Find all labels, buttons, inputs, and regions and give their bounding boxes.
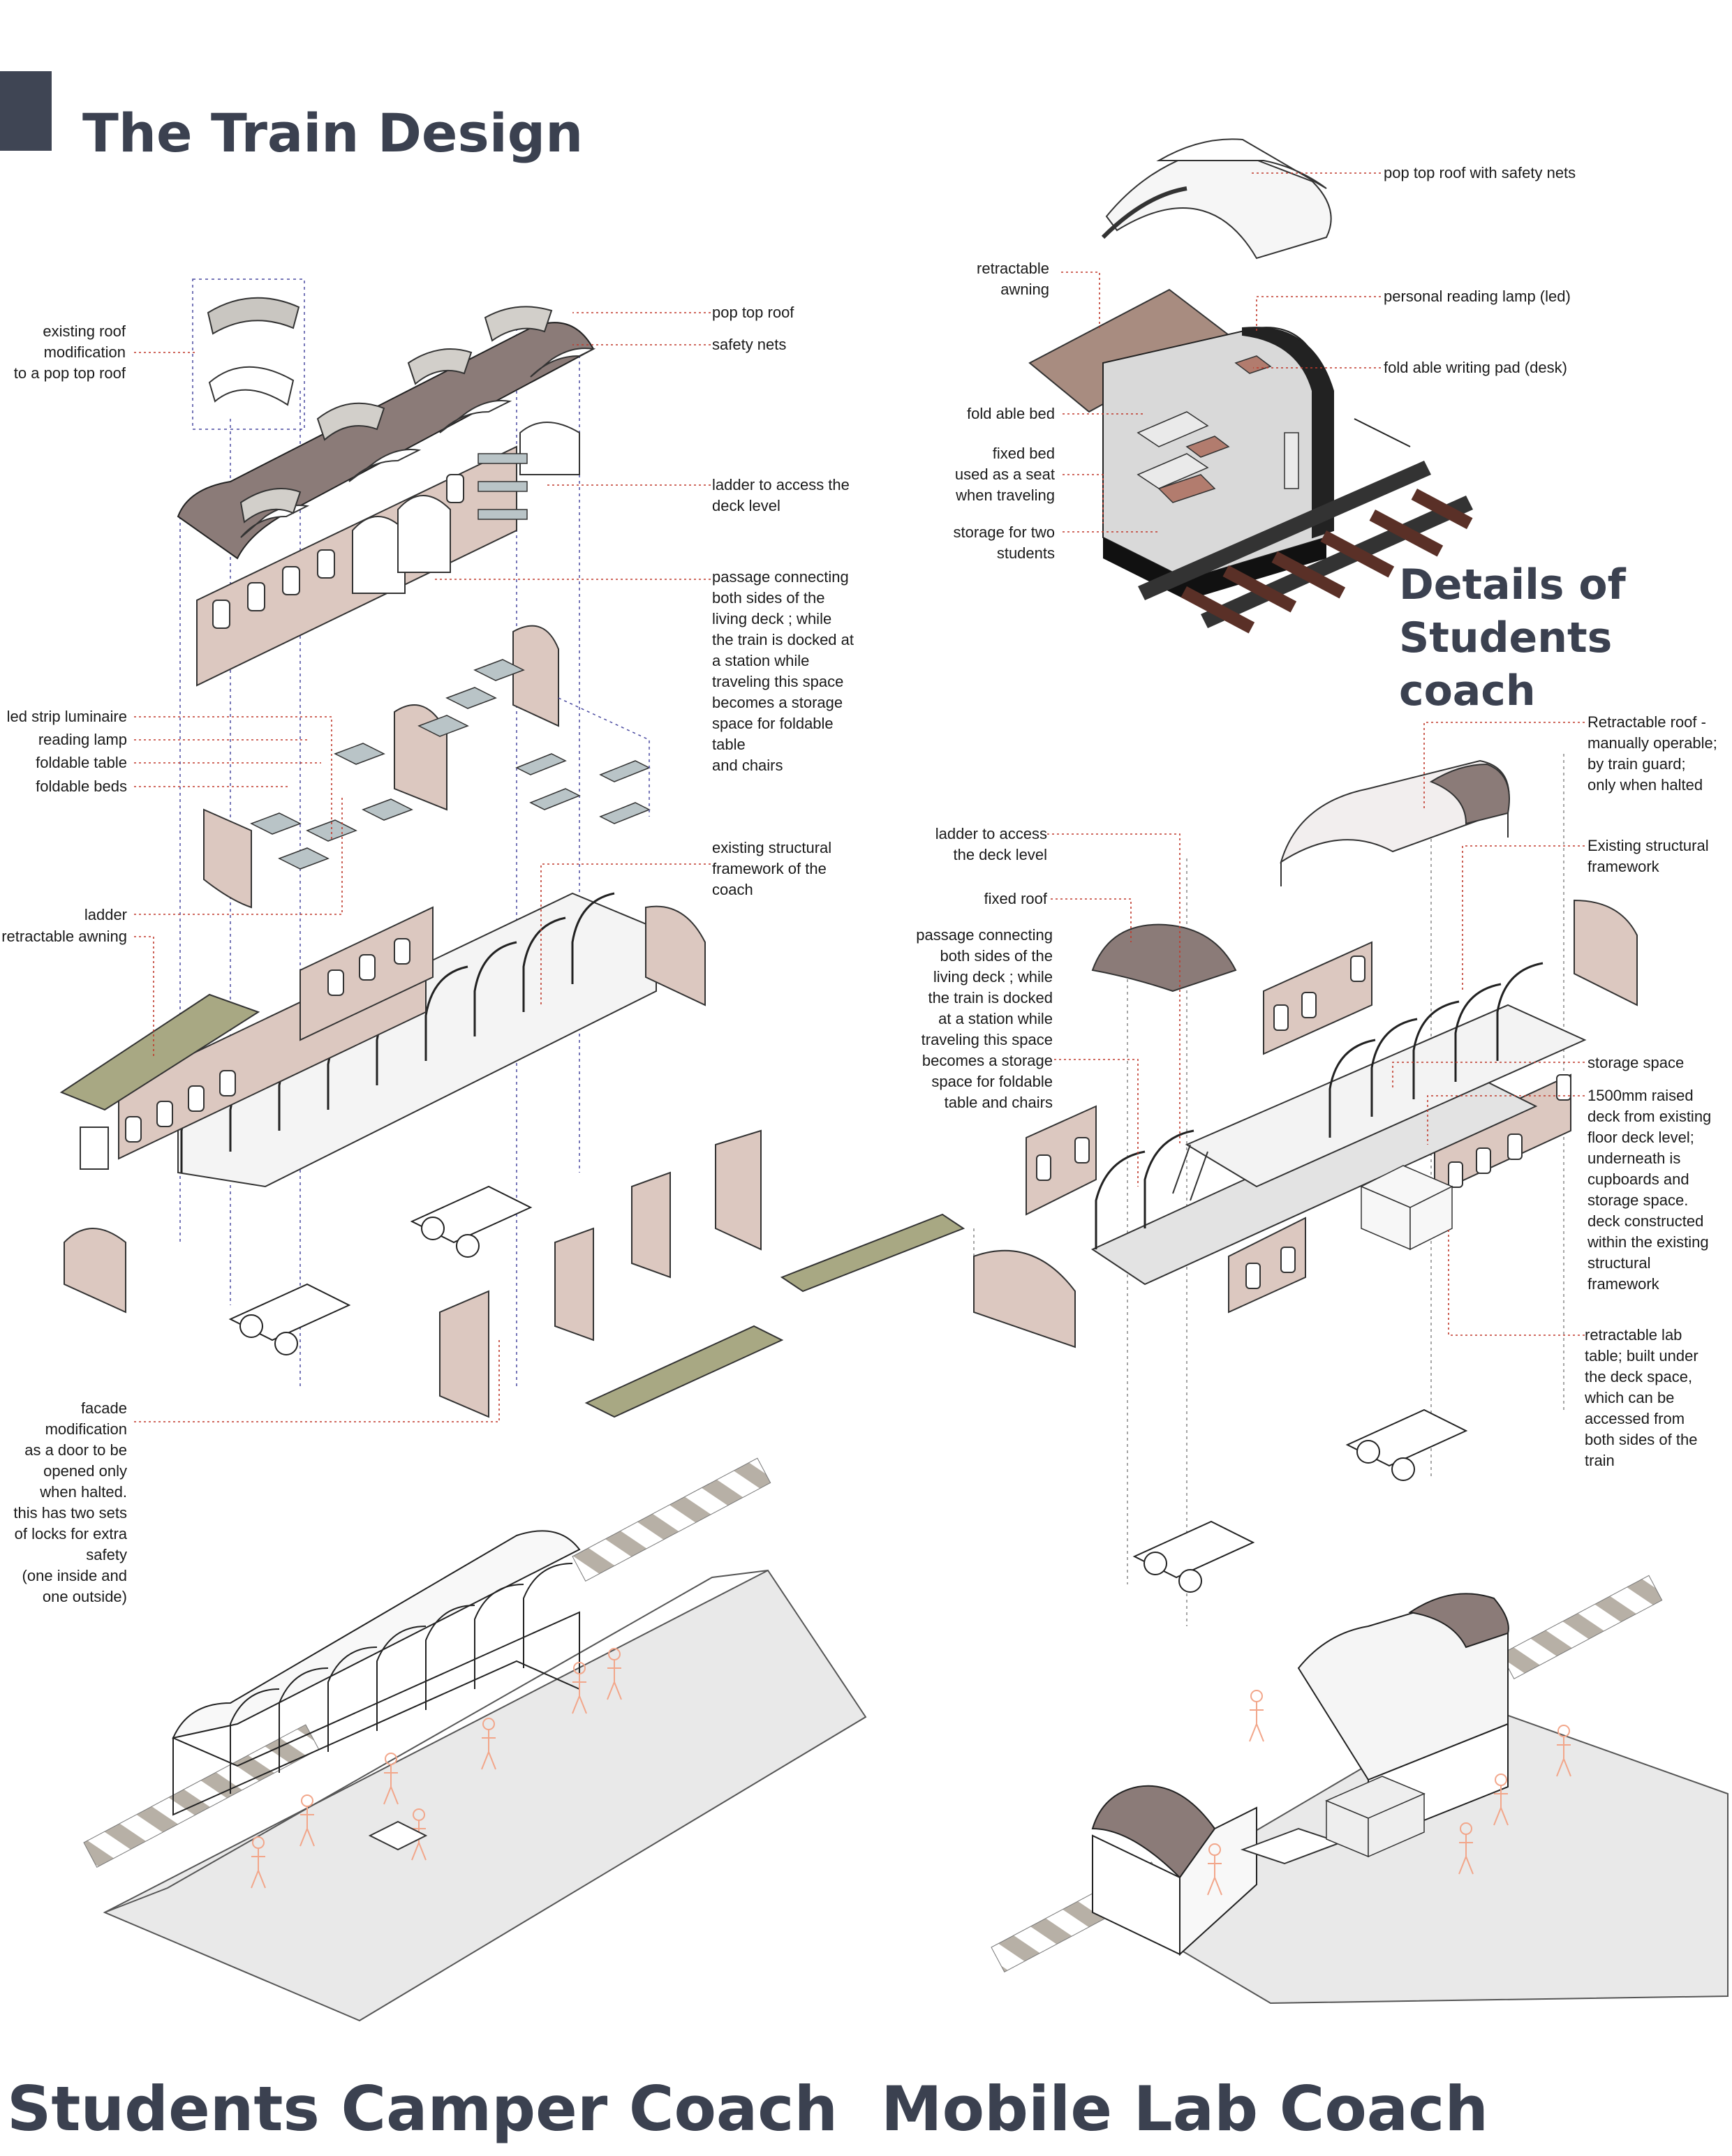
label-foldable-beds: foldable beds	[36, 778, 127, 795]
label-storage-space: storage space	[1587, 1054, 1685, 1071]
label-passage: passage connecting both sides of the liv…	[712, 568, 854, 774]
details-title: Details of Students coach	[1399, 560, 1626, 715]
label-raised-deck: 1500mm raised deck from existing floor d…	[1587, 1087, 1712, 1293]
label-fold-able-bed: fold able bed	[967, 405, 1055, 422]
label-retractable-lab-table: retractable lab table; built under the d…	[1585, 1326, 1698, 1469]
camper-coach-title: Students Camper Coach	[7, 2073, 838, 2145]
label-retractable-roof: Retractable roof - manually operable; by…	[1587, 713, 1717, 794]
label-storage-two-students: storage for two students	[953, 523, 1055, 562]
label-reading-lamp: reading lamp	[38, 731, 127, 748]
label-ladder-deck: ladder to access the deck level	[712, 476, 850, 514]
label-safety-nets: safety nets	[712, 336, 787, 353]
lab-coach-title: Mobile Lab Coach	[881, 2073, 1488, 2145]
label-fixed-roof: fixed roof	[984, 890, 1048, 907]
camper-assembled-drawing	[83, 1457, 867, 2022]
label-pop-top-roof: pop top roof	[712, 304, 794, 321]
title-accent-block	[0, 71, 52, 151]
label-writing-pad: fold able writing pad (desk)	[1384, 359, 1567, 376]
label-ladder: ladder	[84, 906, 127, 923]
label-lab-ladder-deck: ladder to access the deck level	[935, 825, 1047, 863]
lab-exploded-drawing	[973, 754, 1638, 1626]
label-structural-framework: existing structural framework of the coa…	[712, 839, 832, 898]
page-title: The Train Design	[82, 102, 584, 164]
label-detail-retractable-awning: retractable awning	[977, 260, 1049, 298]
label-existing-roof: existing roof modification to a pop top …	[13, 322, 126, 382]
camper-exploded-drawing	[59, 278, 965, 1418]
label-retractable-awning: retractable awning	[1, 928, 127, 945]
label-facade-modification: facade modification as a door to be open…	[13, 1399, 127, 1605]
label-lab-passage: passage connecting both sides of the liv…	[916, 926, 1053, 1111]
label-lab-structural-framework: Existing structural framework	[1587, 837, 1709, 875]
lab-assembled-drawing	[991, 1575, 1729, 2005]
label-pop-top-roof-nets: pop top roof with safety nets	[1384, 164, 1576, 181]
label-led-strip: led strip luminaire	[6, 708, 127, 725]
student-coach-detail-drawing	[1028, 138, 1473, 634]
label-foldable-table: foldable table	[36, 754, 127, 771]
label-fixed-bed: fixed bed used as a seat when traveling	[954, 445, 1055, 504]
label-personal-reading-lamp: personal reading lamp (led)	[1384, 288, 1571, 305]
annotation-leaders	[134, 172, 1585, 1422]
